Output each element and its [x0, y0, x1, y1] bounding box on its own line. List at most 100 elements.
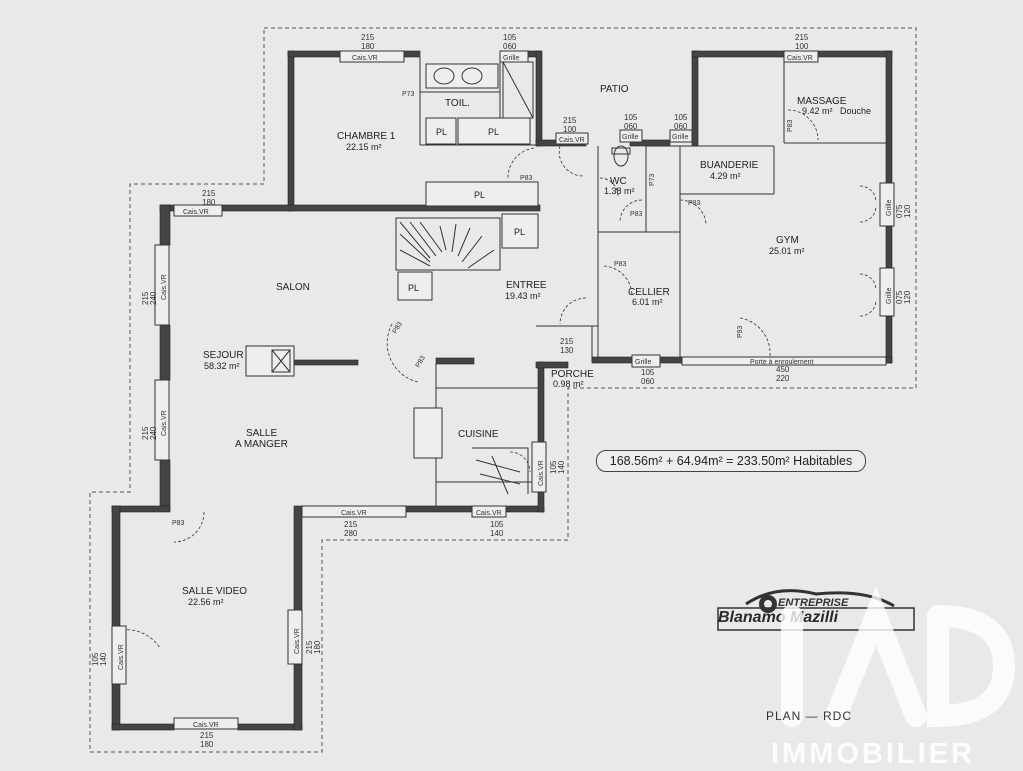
dimension-label: 105: [641, 368, 655, 377]
dimension-label: 180: [361, 42, 375, 51]
cais-vr-label: Cais.VR: [559, 137, 585, 144]
dimension-label: 215: [141, 291, 150, 305]
dimension-label: 060: [624, 122, 638, 131]
door-code: P83: [630, 211, 643, 218]
iad-watermark-logo: [781, 586, 1016, 728]
door-code: P83: [787, 119, 794, 132]
cuisine-name: CUISINE: [458, 429, 499, 440]
pl-label: PL: [514, 227, 525, 237]
cais-vr-label: Cais.VR: [183, 209, 209, 216]
dimension-label: 140: [99, 652, 108, 666]
door-code: P83: [520, 175, 533, 182]
porche-area: 0.98 m²: [553, 379, 584, 389]
dimension-label: 140: [557, 460, 566, 474]
pl-label: PL: [436, 127, 447, 137]
cais-vr-label: Cais.VR: [476, 510, 502, 517]
property-outline: [89, 27, 917, 753]
massage-extra: Douche: [840, 106, 871, 116]
cais-vr-label: Cais.VR: [193, 722, 219, 729]
dimension-label: 075: [895, 290, 904, 304]
porche-name: PORCHE: [551, 369, 594, 380]
gym-name: GYM: [776, 235, 799, 246]
cais-vr-label: Cais.VR: [118, 644, 125, 670]
entree-area: 19.43 m²: [505, 291, 541, 301]
massage-name: MASSAGE: [797, 96, 847, 107]
brand-name: Blanamo Mazilli: [718, 609, 839, 626]
sejour-name: SEJOUR: [203, 350, 244, 361]
grille-label: Grille: [635, 359, 651, 366]
wc-name: WC: [610, 176, 627, 187]
pl-label: PL: [474, 190, 485, 200]
opening-labels: Cais.VR Grille Cais.VR Grille Grille Cai…: [118, 55, 893, 729]
cais-vr-label: Cais.VR: [538, 460, 545, 486]
dimensions: 215 180 105 060 215 100 105 060 105 060 …: [91, 33, 912, 749]
dimension-label: 215: [344, 520, 358, 529]
area-summary: 168.56m² + 64.94m² = 233.50m² Habitables: [596, 450, 866, 472]
grille-label: Grille: [886, 288, 893, 304]
cais-vr-label: Cais.VR: [294, 628, 301, 654]
dimension-label: 215: [305, 640, 314, 654]
dimension-label: 220: [776, 374, 790, 383]
dimension-label: 215: [361, 33, 375, 42]
dimension-label: 105: [91, 652, 100, 666]
dimension-label: 215: [560, 337, 574, 346]
door-code: P93: [737, 325, 744, 338]
dimension-label: 105: [624, 113, 638, 122]
salon-name: SALON: [276, 282, 310, 293]
dimension-label: 100: [563, 125, 577, 134]
dimension-label: 215: [202, 189, 216, 198]
dimension-label: 105: [674, 113, 688, 122]
chambre1-name: CHAMBRE 1: [337, 131, 396, 142]
cais-vr-label: Cais.VR: [341, 510, 367, 517]
dimension-label: 105: [503, 33, 517, 42]
cais-vr-label: Cais.VR: [352, 55, 378, 62]
dimension-label: 215: [200, 731, 214, 740]
dimension-label: 215: [141, 426, 150, 440]
toilet-name: TOIL.: [445, 98, 470, 109]
dimension-label: 240: [149, 291, 158, 305]
salle-manger-line1: SALLE: [246, 428, 277, 439]
dimension-label: 100: [795, 42, 809, 51]
dimension-label: 060: [641, 377, 655, 386]
salle-manger-line2: A MANGER: [235, 439, 288, 450]
room-labels: CHAMBRE 1 22.15 m² TOIL. PATIO MASSAGE 9…: [182, 84, 871, 607]
dimension-label: 075: [895, 204, 904, 218]
pl-label: PL: [488, 127, 499, 137]
doors: [121, 109, 877, 649]
dimension-label: 180: [313, 640, 322, 654]
dimension-label: 120: [903, 204, 912, 218]
sejour-area: 58.32 m²: [204, 361, 240, 371]
dimension-label: 105: [549, 460, 558, 474]
dimension-label: 215: [795, 33, 809, 42]
dimension-label: 180: [200, 740, 214, 749]
gym-area: 25.01 m²: [769, 246, 805, 256]
porte-enroulement-label: Porte à enroulement: [750, 359, 813, 366]
grille-label: Grille: [622, 134, 638, 141]
dimension-label: 450: [776, 365, 790, 374]
grille-label: Grille: [886, 200, 893, 216]
cais-vr-label: Cais.VR: [161, 410, 168, 436]
salle-video-name: SALLE VIDEO: [182, 586, 247, 597]
buanderie-area: 4.29 m²: [710, 171, 741, 181]
grille-label: Grille: [503, 55, 519, 62]
door-code: P83: [688, 200, 701, 207]
cellier-area: 6.01 m²: [632, 297, 663, 307]
watermark-text: IMMOBILIER: [771, 738, 975, 770]
dimension-label: 240: [149, 426, 158, 440]
fixtures: [245, 61, 631, 495]
patio-name: PATIO: [600, 84, 629, 95]
door-code: P83: [614, 261, 627, 268]
pl-label: PL: [408, 283, 419, 293]
dimension-label: 120: [903, 290, 912, 304]
placard-labels: PL PL PL PL PL: [408, 127, 525, 293]
cais-vr-label: Cais.VR: [787, 55, 813, 62]
openings: [111, 50, 895, 730]
door-code: P73: [649, 173, 656, 186]
dimension-label: 105: [490, 520, 504, 529]
chambre1-area: 22.15 m²: [346, 142, 382, 152]
door-code: P83: [392, 321, 404, 335]
massage-area: 9.42 m²: [802, 106, 833, 116]
cellier-name: CELLIER: [628, 287, 670, 298]
salle-video-area: 22.56 m²: [188, 597, 224, 607]
